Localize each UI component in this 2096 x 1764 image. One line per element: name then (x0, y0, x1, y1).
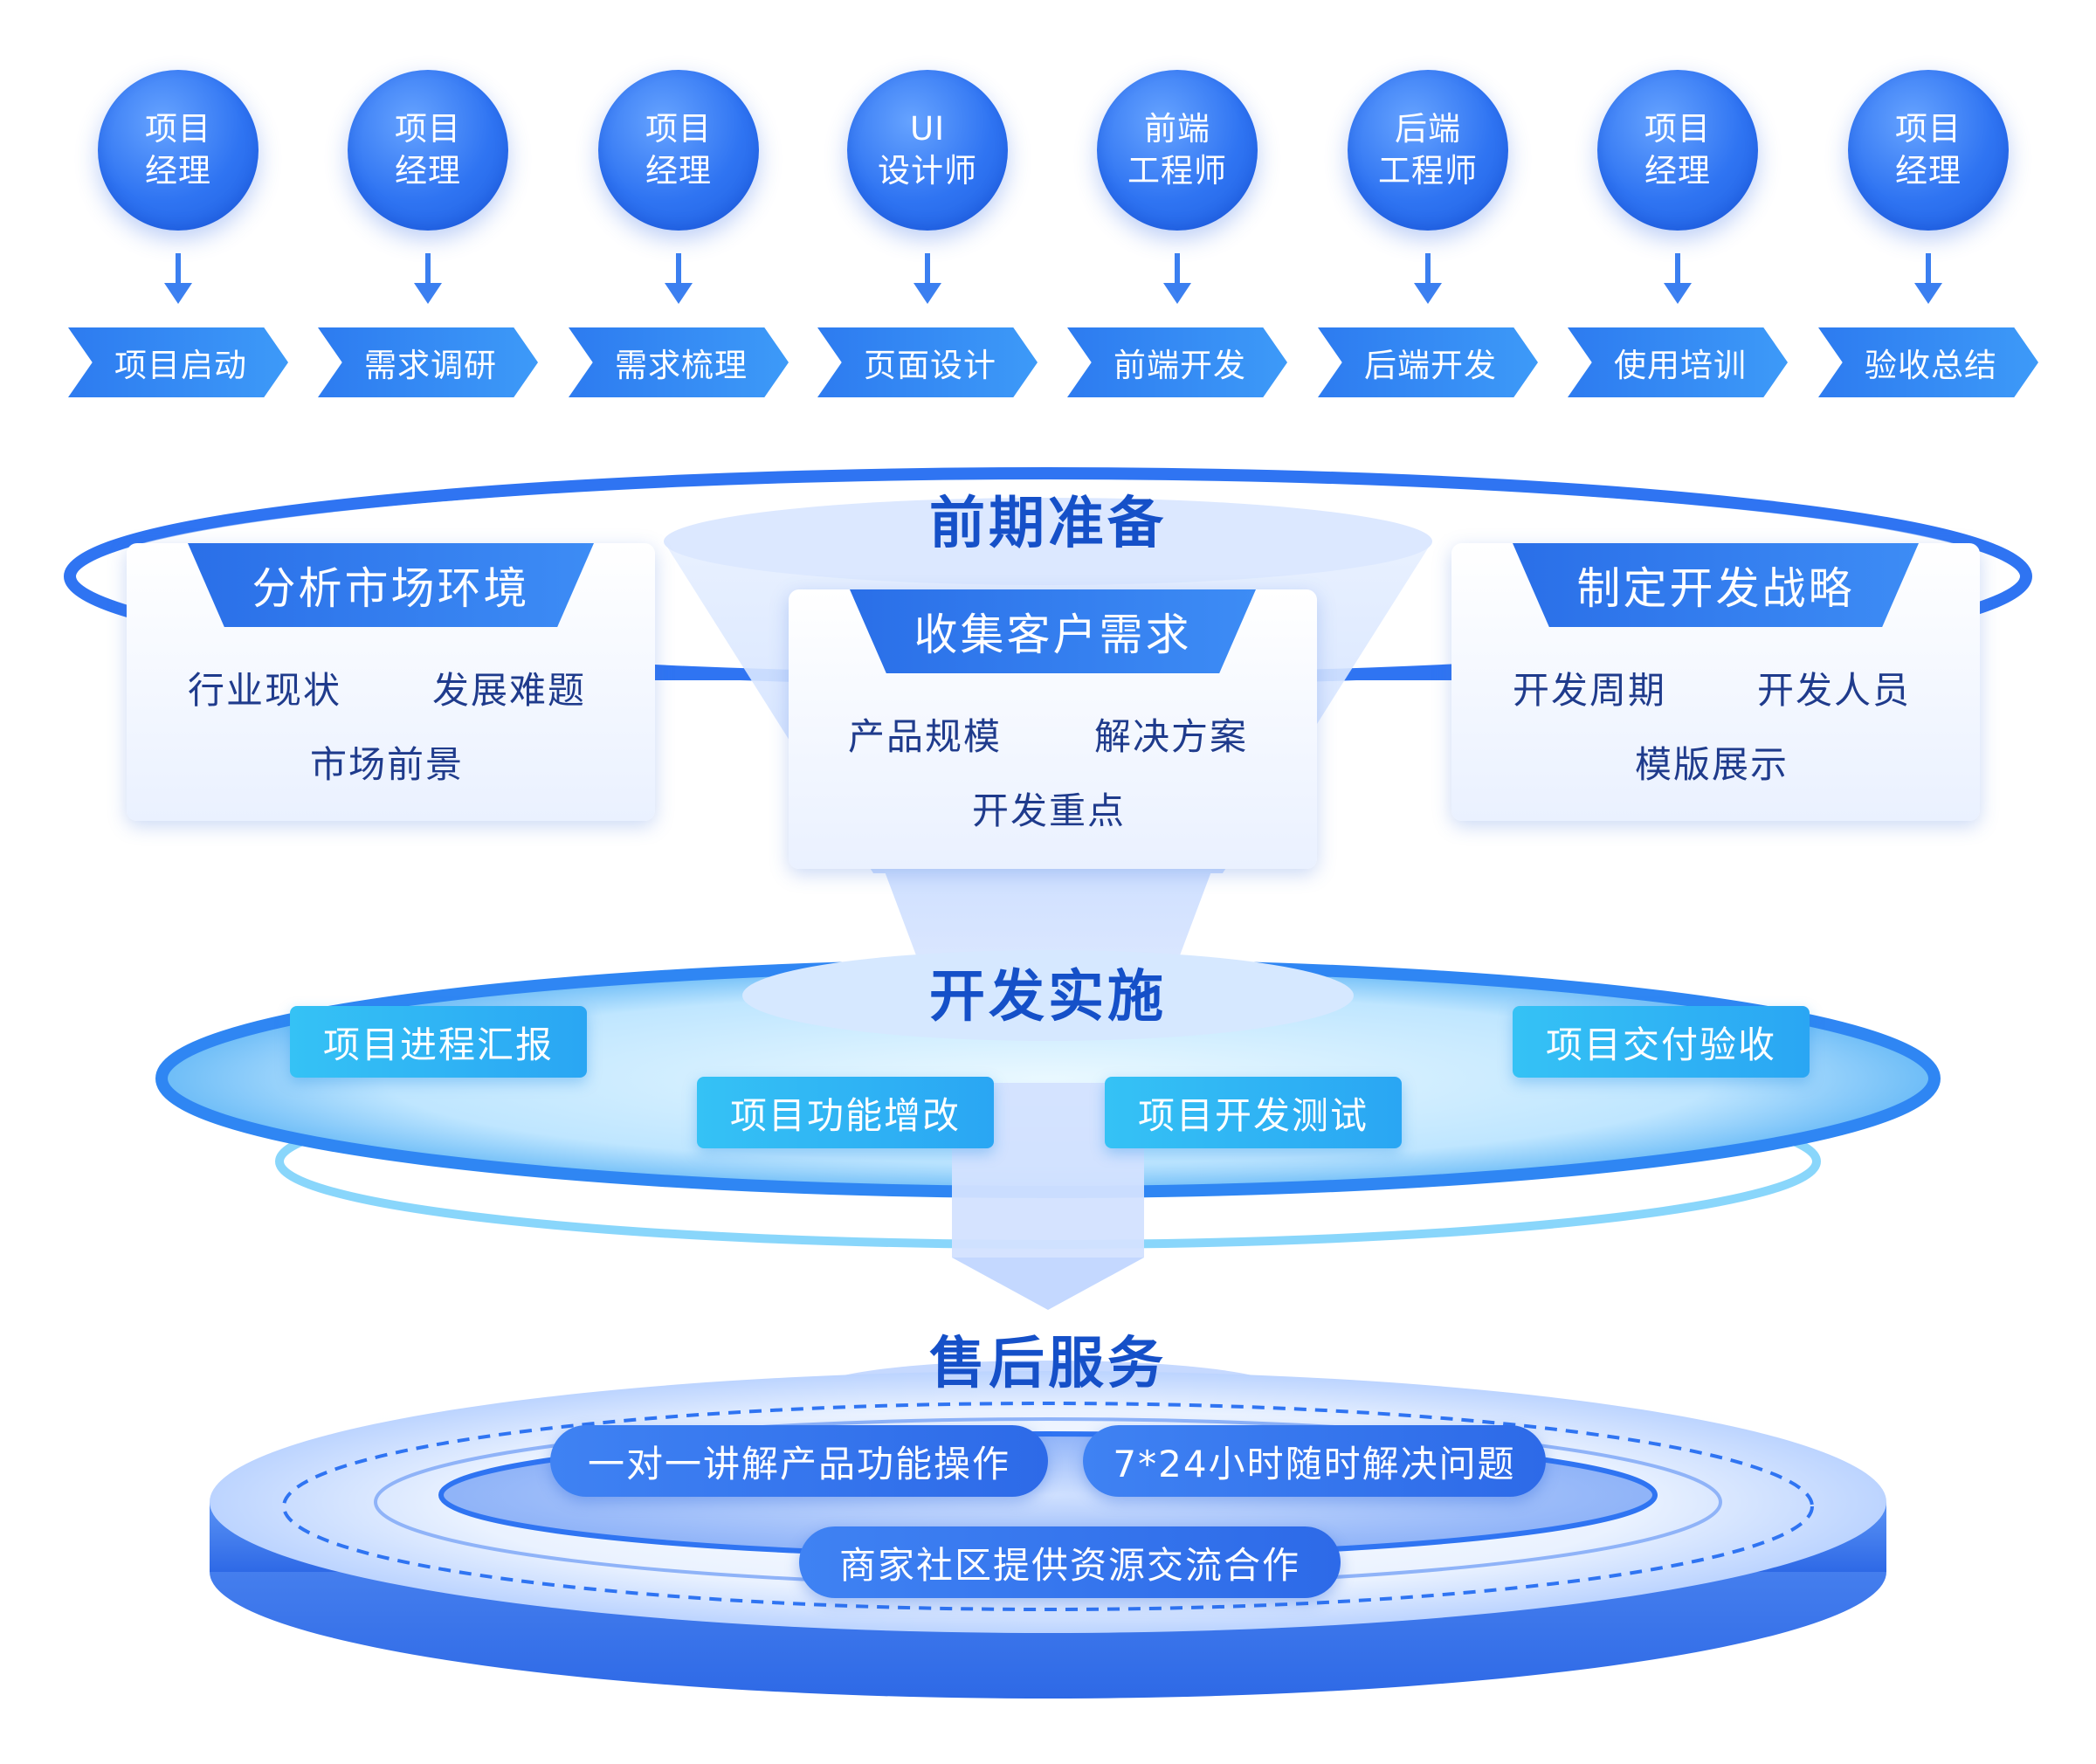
card-item: 开发重点 (972, 789, 1127, 832)
card-customer-needs: 收集客户需求 产品规模 解决方案 开发重点 (789, 589, 1317, 869)
card-item: 产品规模 (848, 715, 1003, 758)
arrow-down-icon (1414, 253, 1442, 304)
role-circle: 项目 经理 (598, 70, 759, 231)
step-chevron: 需求调研 (318, 327, 538, 397)
service-item: 一对一讲解产品功能操作 (550, 1425, 1048, 1497)
stage-title-implementation: 开发实施 (929, 965, 1167, 1030)
role-label: 项目 经理 (145, 110, 211, 189)
step-label: 项目启动 (114, 347, 247, 384)
service-item-label: 商家社区提供资源交流合作 (838, 1543, 1300, 1587)
card-ribbon: 分析市场环境 (188, 543, 594, 627)
service-item-label: 7*24小时随时解决问题 (1113, 1442, 1516, 1485)
step-label: 页面设计 (864, 347, 996, 384)
card-market-analysis: 分析市场环境 行业现状 发展难题 市场前景 (127, 543, 655, 821)
role-label: 项目 经理 (1644, 110, 1711, 189)
step-label: 验收总结 (1865, 347, 1997, 384)
card-title: 分析市场环境 (252, 563, 530, 614)
card-item: 开发周期 (1513, 669, 1667, 712)
implementation-item: 项目开发测试 (1105, 1077, 1402, 1148)
role-circle: 项目 经理 (1848, 70, 2009, 231)
role-label: 项目 经理 (1895, 110, 1962, 189)
step-chevron: 需求梳理 (569, 327, 789, 397)
card-item: 开发人员 (1757, 669, 1912, 712)
implementation-item: 项目交付验收 (1513, 1006, 1810, 1078)
card-ribbon: 收集客户需求 (850, 589, 1256, 673)
service-item: 商家社区提供资源交流合作 (799, 1526, 1341, 1598)
stage-title-preparation: 前期准备 (929, 492, 1167, 556)
arrow-down-icon (164, 253, 192, 304)
arrow-down-icon (665, 253, 693, 304)
step-label: 使用培训 (1614, 347, 1747, 384)
role-circle: 项目 经理 (98, 70, 259, 231)
arrow-down-icon (1914, 253, 1942, 304)
role-label: 前端 工程师 (1127, 110, 1227, 189)
step-chevron: 验收总结 (1818, 327, 2038, 397)
implementation-item-label: 项目进程汇报 (322, 1023, 554, 1066)
card-title: 收集客户需求 (914, 610, 1192, 660)
implementation-item-label: 项目开发测试 (1137, 1093, 1369, 1137)
stage-title-after-sales: 售后服务 (929, 1332, 1167, 1396)
card-title: 制定开发战略 (1576, 563, 1855, 614)
implementation-item-label: 项目功能增改 (729, 1093, 961, 1137)
role-circle: 后端 工程师 (1348, 70, 1508, 231)
arrow-down-icon (914, 253, 941, 304)
step-label: 需求调研 (364, 347, 497, 384)
arrow-down-icon (414, 253, 442, 304)
role-circle: 前端 工程师 (1097, 70, 1258, 231)
role-circle: 项目 经理 (1597, 70, 1758, 231)
step-label: 前端开发 (1114, 347, 1246, 384)
card-item: 市场前景 (310, 743, 465, 786)
role-circle: 项目 经理 (348, 70, 508, 231)
service-item: 7*24小时随时解决问题 (1083, 1425, 1546, 1497)
step-label: 后端开发 (1364, 347, 1497, 384)
arrow-down-icon (1163, 253, 1191, 304)
step-label: 需求梳理 (615, 347, 748, 384)
card-item: 解决方案 (1094, 715, 1249, 758)
card-item: 模版展示 (1635, 743, 1789, 786)
card-dev-strategy: 制定开发战略 开发周期 开发人员 模版展示 (1451, 543, 1980, 821)
role-circle: UI 设计师 (847, 70, 1008, 231)
step-chevron: 后端开发 (1318, 327, 1538, 397)
card-ribbon: 制定开发战略 (1513, 543, 1919, 627)
role-label: 后端 工程师 (1378, 110, 1478, 189)
step-chevron: 使用培训 (1568, 327, 1788, 397)
card-item: 发展难题 (432, 669, 587, 712)
card-item: 行业现状 (188, 669, 342, 712)
role-label: 项目 经理 (645, 110, 712, 189)
role-label: 项目 经理 (395, 110, 461, 189)
step-chevron: 项目启动 (68, 327, 288, 397)
service-item-label: 一对一讲解产品功能操作 (587, 1442, 1010, 1485)
arrow-down-icon (1664, 253, 1692, 304)
role-label: UI 设计师 (878, 110, 977, 189)
implementation-item-label: 项目交付验收 (1545, 1023, 1776, 1066)
step-chevron: 页面设计 (817, 327, 1038, 397)
implementation-item: 项目进程汇报 (290, 1006, 587, 1078)
implementation-item: 项目功能增改 (697, 1077, 994, 1148)
step-chevron: 前端开发 (1067, 327, 1287, 397)
